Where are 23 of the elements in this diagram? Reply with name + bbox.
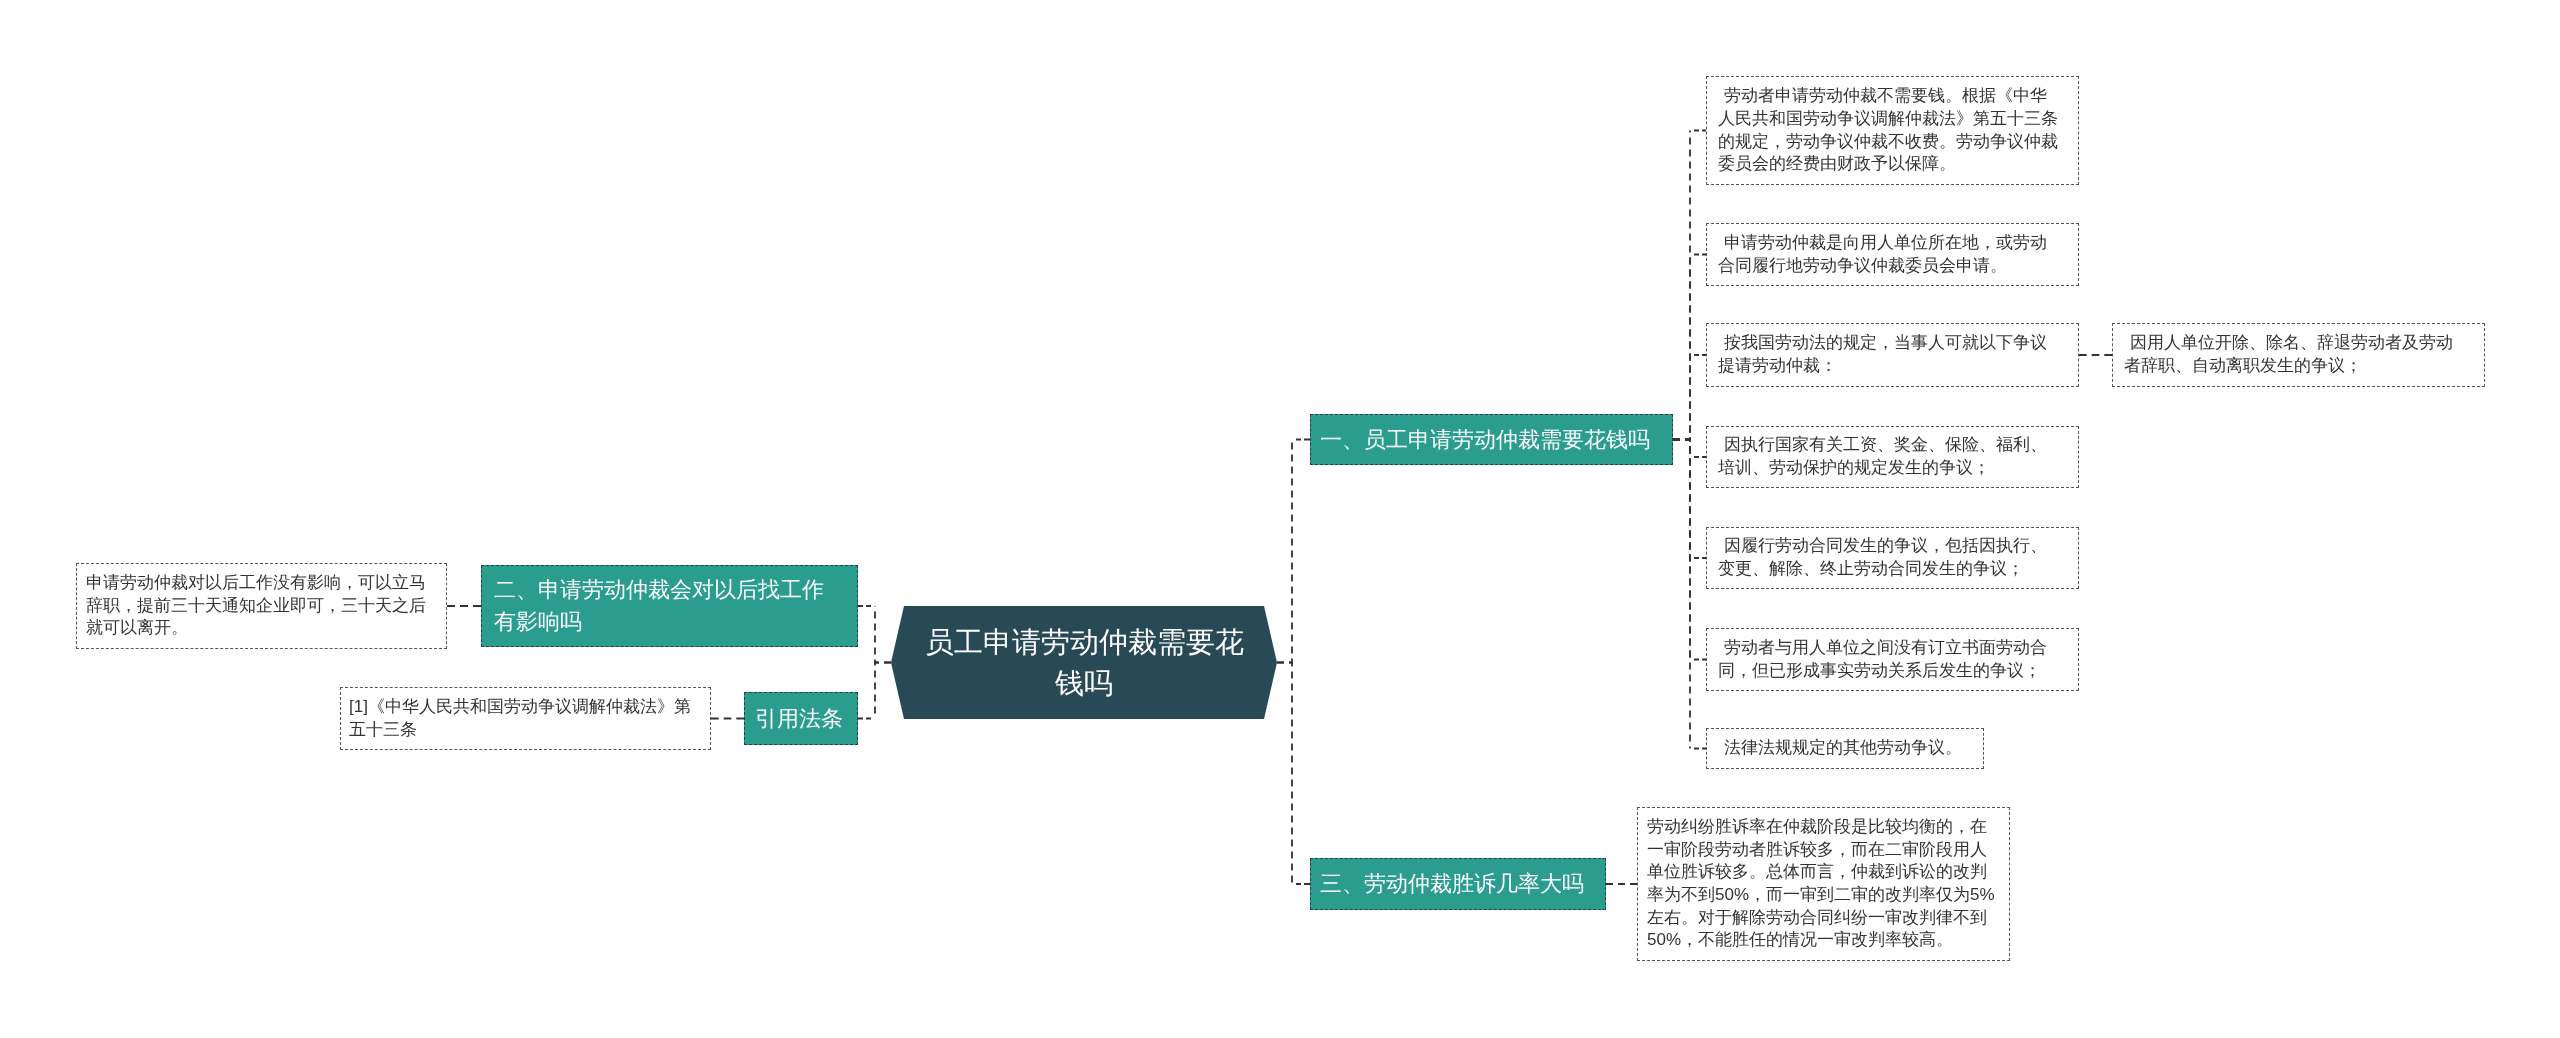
note-box: 劳动者申请劳动仲裁不需要钱。根据《中华人民共和国劳动争议调解仲裁法》第五十三条的规定，劳动争议仲裁不收费。劳动争议仲裁委员会的经费由财政予以保障。 <box>1706 76 2079 185</box>
note-box: 因用人单位开除、除名、辞退劳动者及劳动者辞职、自动离职发生的争议； <box>2112 323 2485 387</box>
connector-line <box>710 717 745 720</box>
note-box: 因履行劳动合同发生的争议，包括因执行、变更、解除、终止劳动合同发生的争议； <box>1706 527 2079 589</box>
topic-box: 一、员工申请劳动仲裁需要花钱吗 <box>1310 414 1673 465</box>
topic-box: 二、申请劳动仲裁会对以后找工作有影响吗 <box>481 565 858 647</box>
note-box: [1]《中华人民共和国劳动争议调解仲裁法》第五十三条 <box>340 687 711 750</box>
hexagon-node: 员工申请劳动仲裁需要花钱吗 <box>891 606 1277 719</box>
note-box: 劳动者与用人单位之间没有订立书面劳动合同，但已形成事实劳动关系后发生的争议； <box>1706 628 2079 691</box>
connector-line <box>1672 438 1707 750</box>
connector-line <box>1605 883 1638 885</box>
note-box: 因执行国家有关工资、奖金、保险、福利、培训、劳动保护的规定发生的争议； <box>1706 426 2079 488</box>
note-box: 申请劳动仲裁对以后工作没有影响，可以立马辞职，提前三十天通知企业即可，三十天之后就可以离开。 <box>76 563 447 649</box>
connector-line <box>446 605 482 607</box>
connector-line <box>2078 354 2113 356</box>
connector-line <box>1276 661 1311 885</box>
topic-box: 三、劳动仲裁胜诉几率大吗 <box>1310 858 1606 910</box>
connector-line <box>857 661 892 720</box>
note-box: 法律法规规定的其他劳动争议。 <box>1706 728 1984 769</box>
topic-box: 引用法条 <box>744 692 858 745</box>
note-box: 申请劳动仲裁是向用人单位所在地，或劳动合同履行地劳动争议仲裁委员会申请。 <box>1706 223 2079 286</box>
note-box: 劳动纠纷胜诉率在仲裁阶段是比较均衡的，在一审阶段劳动者胜诉较多，而在二审阶段用人单位胜诉较多。总体而言，仲裁到诉讼的改判率为不到50%，而一审到二审的改判率仅为5%左右。对于解除劳动合同纠纷一审改判律不到50%，不能胜任的情况一审改判率较高。 <box>1637 807 2010 961</box>
note-box: 按我国劳动法的规定，当事人可就以下争议提请劳动仲裁： <box>1706 323 2079 387</box>
